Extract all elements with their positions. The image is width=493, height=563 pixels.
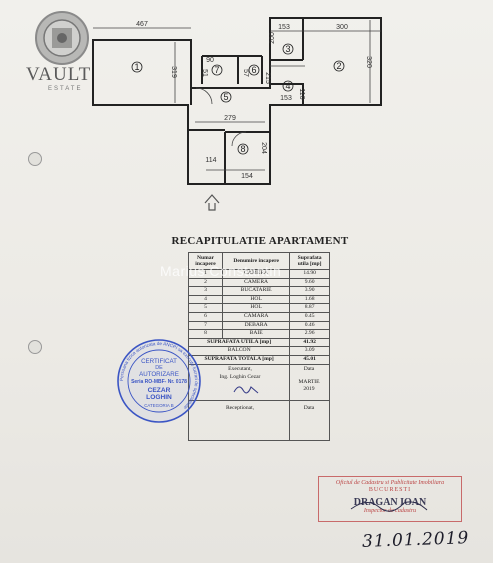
room-number: 3 [285,44,290,54]
cell-area: 0.46 [289,320,330,331]
room-number: 7 [214,65,219,75]
cell-name: CAMARA [221,311,291,322]
room-number: 5 [223,92,228,102]
cell-nr: 6 [188,311,223,322]
balcon-label: BALCON [187,346,291,356]
cadastre-office: Oficiul de Cadastru si Publicitate Imobi… [335,480,445,486]
certification-stamp: Persoana fizica autorizata de ANCPI sa e… [117,339,201,423]
dimension-label: 154 [241,173,253,180]
dimension-label: 200 [269,32,276,44]
dimension-label: 114 [205,157,216,164]
executant-name: Ing. Loghin Cezar [219,374,261,380]
total-label: SUPRAFATA UTILA [mp] [187,337,291,348]
logo-sub: ESTATE [48,86,83,92]
dimension-label: 51 [201,69,208,77]
dimension-label: 467 [136,21,148,28]
dimension-label: 57 [242,69,249,77]
table-title: RECAPITULATIE APARTAMENT [171,235,349,247]
stamp-category: CATEGORIA B [144,403,174,408]
recap-table: Numar incapere Denumire incapere Suprafa… [187,252,330,365]
cell-name: CAMERA [221,277,291,288]
cell-area: 14.90 [289,269,330,279]
total-value: 45.01 [289,354,330,365]
dimension-label: 215 [264,72,271,84]
cadastre-inspector-name: DRAGAN IOAN [353,497,427,508]
room-number: 4 [285,81,290,91]
receptionat-label: Receptionat, [225,405,255,411]
cell-nr: 7 [188,320,223,331]
total-row-totala: SUPRAFATA TOTALA [mp]45.01 [187,354,330,365]
date-label-2: Data [303,405,315,411]
dimension-label: 320 [365,56,372,68]
header-nr: Numar incapere [188,252,223,270]
cell-nr: 3 [188,286,223,296]
room-number: 2 [336,61,341,71]
header-area: Suprafata utila [mp] [289,252,330,270]
stamp-line2: DE [155,365,163,371]
dimension-label: 153 [278,24,290,31]
dimension-label: 110 [298,88,305,99]
floor-plan: 1 2 3 4 5 6 7 8 467 319 90 51 57 200 153… [92,17,382,211]
cell-area: 2.96 [289,329,330,339]
header-name: Denumire incapere [221,252,291,270]
date-month: MARTIE [298,379,320,385]
total-label: SUPRAFATA TOTALA [mp] [187,354,291,365]
dimension-label: 90 [206,57,214,64]
room-number: 1 [134,62,139,72]
watermark: Marius Constantin [160,263,282,279]
dimension-label: 153 [280,95,292,102]
cell-area: 0.45 [289,311,330,322]
cadastre-city: BUCURESTI [368,487,412,493]
dimension-label: 204 [260,142,267,154]
cell-name: BAIE [221,329,291,339]
stamp-line3: AUTORIZARE [139,371,179,378]
cell-nr: 8 [188,329,223,339]
stamp-line1: CERTIFICAT [141,358,177,365]
dimension-label: 319 [170,66,177,78]
balcon-value: 3.09 [289,346,330,356]
cell-nr: 2 [188,277,223,288]
cell-area: 3.90 [289,286,330,296]
cell-nr: 4 [188,294,223,305]
binder-hole [28,152,42,166]
cell-area: 1.68 [289,294,330,305]
cell-nr: 5 [188,303,223,313]
executant-label: Executant, [228,366,252,372]
handwritten-date: 31.01.2019 [361,528,470,552]
cell-name: BUCATARIE [221,286,291,296]
date-label: Data [303,366,315,372]
cell-area: 9.60 [289,277,330,288]
total-value: 41.92 [289,337,330,348]
stamp-series: Seria RO-MBF- Nr. 0178 [131,379,187,385]
signature-mark [233,386,259,394]
dimension-label: 279 [224,115,236,122]
stamp-name2: LOGHIN [146,394,172,401]
binder-hole [28,340,42,354]
vault-logo [35,11,89,65]
dimension-label: 300 [336,24,348,31]
table-header-row: Numar incapere Denumire incapere Suprafa… [188,252,330,270]
total-row-utila: SUPRAFATA UTILA [mp]41.92 [187,337,330,348]
cadastre-stamp: Oficiul de Cadastru si Publicitate Imobi… [318,476,462,522]
room-number: 6 [251,65,256,75]
cell-area: 8.87 [289,303,330,313]
logo-name: VAULT [26,64,92,85]
inspector-signature [350,501,428,512]
date-year: 2019 [303,386,315,392]
stamp-name1: CEZAR [148,387,171,394]
room-number: 8 [240,144,245,154]
cell-name: DEBARA [221,320,291,331]
signature-box: Executant, Ing. Loghin Cezar Data MARTIE… [188,362,330,441]
cell-name: HOL [221,294,291,305]
cell-name: HOL [221,303,291,313]
